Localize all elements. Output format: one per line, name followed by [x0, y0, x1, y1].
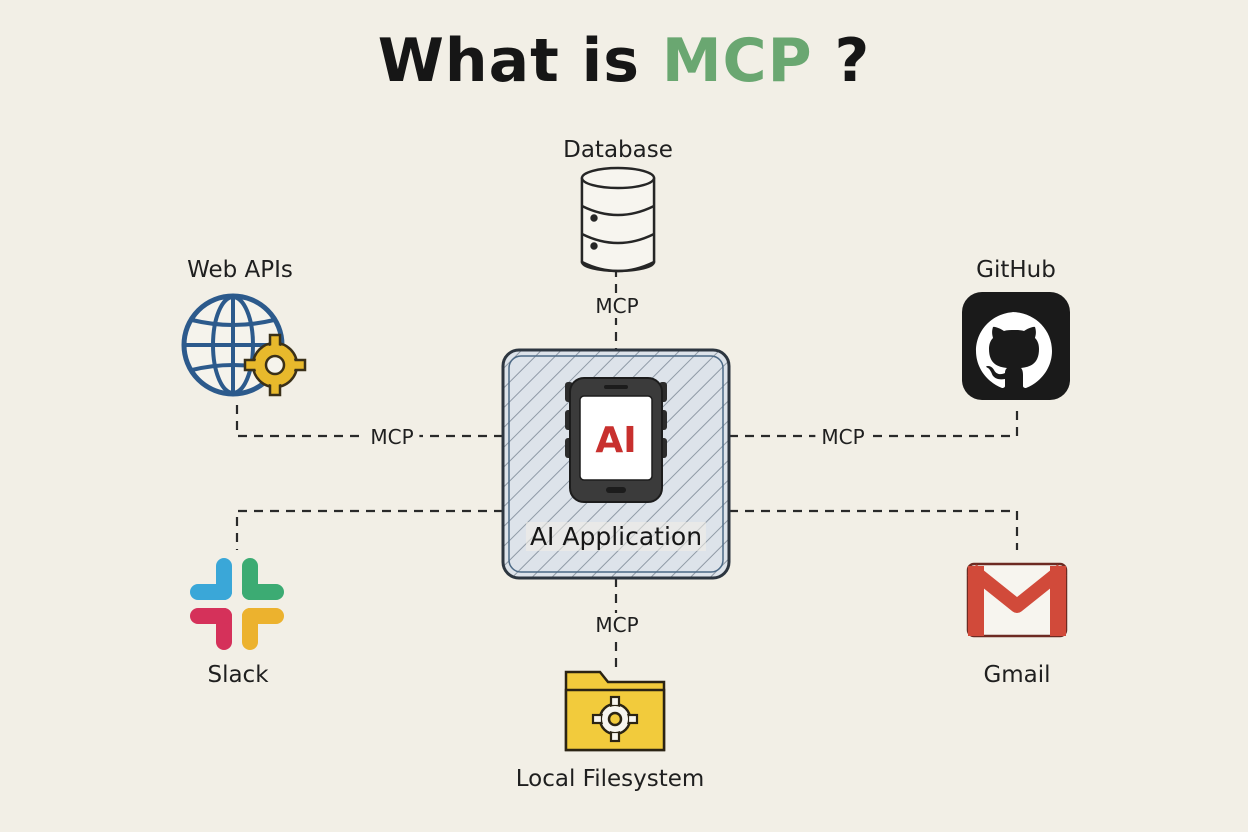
- node-label-database: Database: [563, 137, 673, 163]
- ai-device-icon: [565, 377, 667, 503]
- node-label-slack: Slack: [207, 662, 269, 688]
- title-accent: MCP: [661, 26, 813, 96]
- connector-github: [729, 405, 1019, 438]
- mcp-label-web-apis: MCP: [364, 425, 420, 449]
- connector-gmail: [729, 509, 1019, 550]
- node-label-github: GitHub: [976, 257, 1056, 283]
- center-label: AI Application: [525, 522, 707, 551]
- ai-application-box: AI: [501, 348, 731, 580]
- ai-chip-text: AI: [595, 420, 636, 461]
- gmail-icon: [966, 562, 1068, 638]
- github-icon: [962, 292, 1070, 400]
- folder-gear-icon: [564, 670, 666, 752]
- mcp-label-database: MCP: [589, 294, 645, 318]
- node-label-filesystem: Local Filesystem: [515, 766, 705, 792]
- database-icon: [580, 166, 656, 273]
- globe-gear-icon: [181, 293, 307, 397]
- connector-slack: [235, 509, 503, 550]
- node-label-gmail: Gmail: [983, 662, 1051, 688]
- node-label-web-apis: Web APIs: [187, 257, 293, 283]
- mcp-label-github: MCP: [815, 425, 871, 449]
- slack-icon: [190, 558, 284, 650]
- mcp-label-filesystem: MCP: [589, 613, 645, 637]
- page-title: What is MCP ?: [377, 26, 871, 96]
